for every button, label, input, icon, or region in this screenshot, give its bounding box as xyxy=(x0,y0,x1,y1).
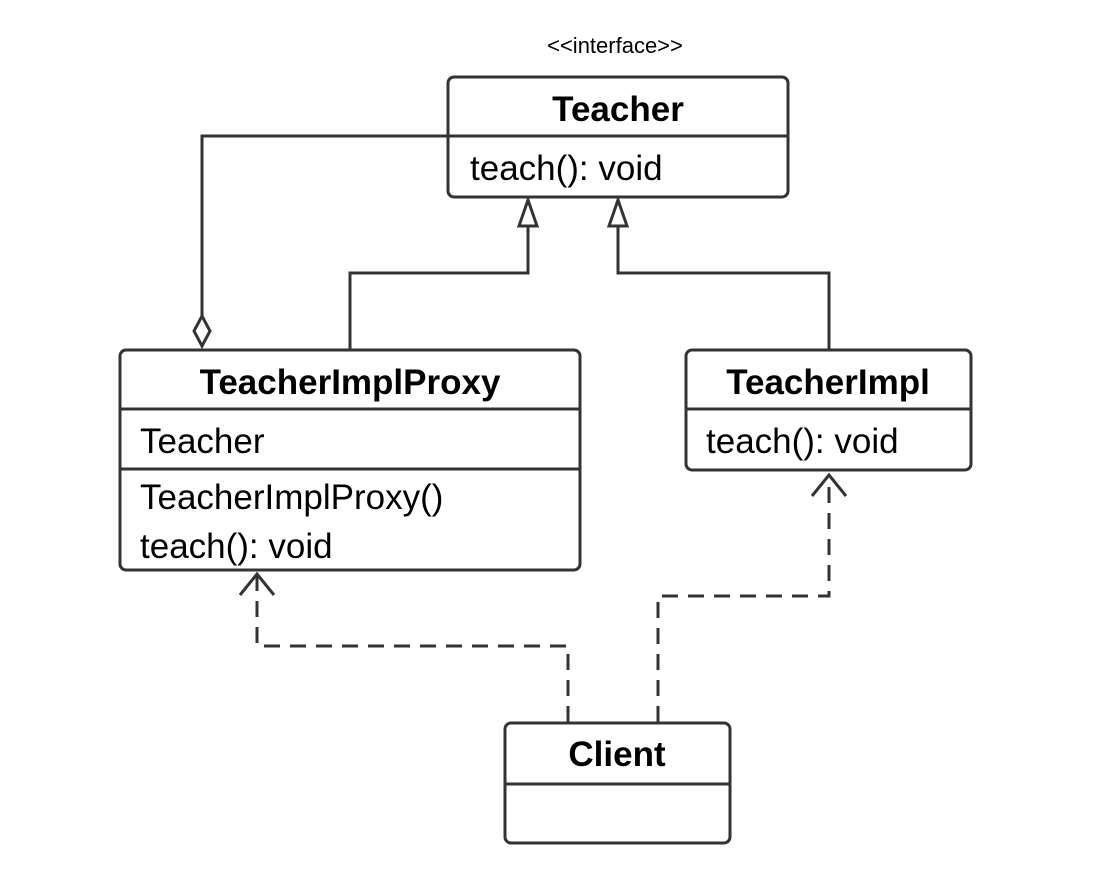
attribute-teacher: Teacher xyxy=(140,422,265,461)
realization-arrowhead-impl xyxy=(606,195,630,228)
aggregation-edge xyxy=(200,134,448,318)
method-constructor: TeacherImplProxy() xyxy=(140,478,443,517)
class-teacher: <<interface>> Teacher teach(): void xyxy=(446,33,790,199)
dependency-arrowhead-impl xyxy=(810,472,848,497)
realization-arrowhead-proxy xyxy=(516,195,540,228)
method-teach: teach(): void xyxy=(470,149,663,188)
class-teacher-impl-proxy: TeacherImplProxy Teacher TeacherImplProx… xyxy=(118,348,582,572)
method-teach: teach(): void xyxy=(140,527,333,566)
class-name: Client xyxy=(568,735,666,774)
method-teach: teach(): void xyxy=(706,422,899,461)
class-name: TeacherImpl xyxy=(726,363,930,402)
class-box xyxy=(118,348,582,572)
realization-edge-proxy xyxy=(348,226,530,350)
class-client: Client xyxy=(503,721,732,845)
dependency-edge-impl xyxy=(656,476,831,722)
class-name: Teacher xyxy=(552,90,684,129)
stereotype-label: <<interface>> xyxy=(547,33,683,58)
class-teacher-impl: TeacherImpl teach(): void xyxy=(684,348,973,472)
dependency-arrowhead-proxy xyxy=(238,571,276,596)
dependency-edge-proxy xyxy=(255,575,570,722)
aggregation-diamond xyxy=(192,312,212,350)
realization-edge-impl xyxy=(616,226,831,350)
class-name: TeacherImplProxy xyxy=(200,363,501,402)
